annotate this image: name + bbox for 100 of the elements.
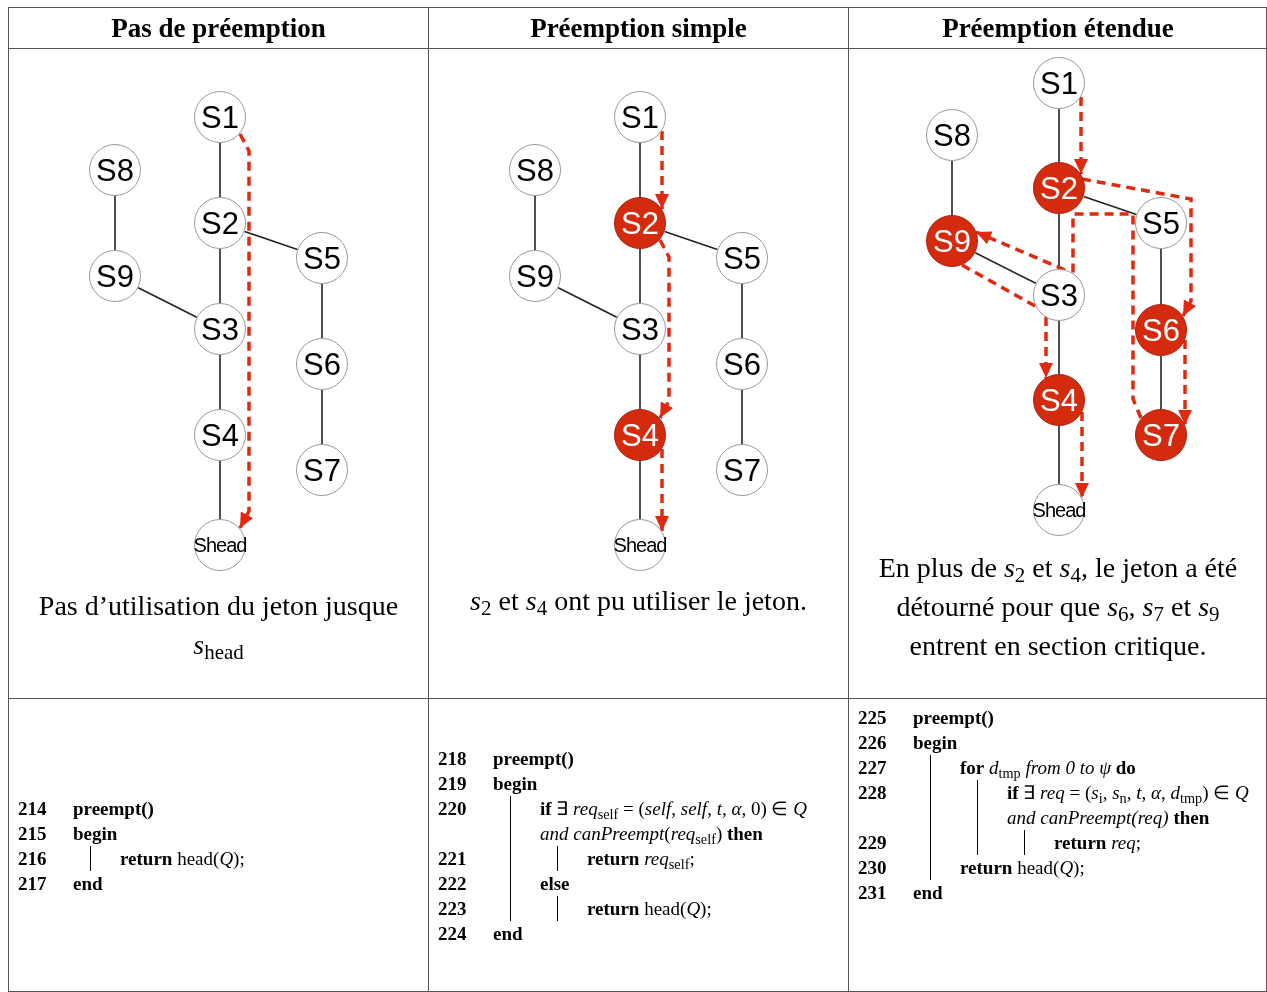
site-label: S3 bbox=[1040, 279, 1078, 311]
tree-link bbox=[137, 286, 198, 319]
tree-link bbox=[639, 460, 641, 520]
tree-link bbox=[557, 286, 618, 319]
site-label: S9 bbox=[516, 260, 554, 292]
site-label: Shead bbox=[193, 535, 247, 555]
tree-link bbox=[974, 251, 1037, 285]
line-number: 228 bbox=[858, 781, 888, 805]
tree-link bbox=[321, 389, 323, 445]
site-label: S6 bbox=[1142, 314, 1180, 346]
tree-link bbox=[741, 283, 743, 339]
token-path-arrow bbox=[1039, 317, 1053, 378]
site-label: S2 bbox=[621, 207, 659, 239]
column-header: Pas de préemption bbox=[111, 14, 326, 42]
code-line: preempt() bbox=[913, 706, 995, 730]
line-number: 214 bbox=[18, 797, 48, 821]
line-number: 217 bbox=[18, 872, 48, 896]
site-label: S5 bbox=[723, 242, 761, 274]
panel-caption: s$_{2}$ et s$_{4}$ ont pu utiliser le jeton. bbox=[469, 584, 808, 620]
code-line: end bbox=[493, 922, 524, 946]
site-label: S9 bbox=[933, 225, 971, 257]
panel-caption: En plus de s$_{2}$ et s$_{4}$, le jeton a été détourné pour que s$_{6}$, s$_{7}$ et s$_{9}$ entrent en section critique. bbox=[877, 551, 1239, 663]
tree-link bbox=[1160, 248, 1162, 305]
tree-link bbox=[951, 160, 953, 216]
site-label: S8 bbox=[96, 154, 134, 186]
code-line: preempt() bbox=[493, 747, 575, 771]
site-label: S2 bbox=[1040, 172, 1078, 204]
site-label: Shead bbox=[613, 535, 667, 555]
site-label: S7 bbox=[1142, 419, 1180, 451]
site-label: S8 bbox=[933, 119, 971, 151]
line-number: 220 bbox=[438, 797, 468, 821]
tree-link bbox=[219, 354, 221, 410]
code-line: return req; bbox=[1054, 831, 1143, 855]
site-label: S4 bbox=[1040, 384, 1078, 416]
column-header: Préemption étendue bbox=[942, 14, 1174, 42]
tree-link bbox=[741, 389, 743, 445]
site-label: S7 bbox=[723, 454, 761, 486]
site-label: S8 bbox=[516, 154, 554, 186]
line-number: 219 bbox=[438, 772, 468, 796]
site-label: S4 bbox=[201, 419, 239, 451]
token-path-arrow bbox=[655, 449, 669, 531]
code-line: begin bbox=[913, 731, 959, 755]
token-path-arrow bbox=[1075, 412, 1089, 498]
code-line: else bbox=[540, 872, 571, 896]
line-number: 231 bbox=[858, 881, 888, 905]
line-number: 221 bbox=[438, 847, 468, 871]
line-number: 230 bbox=[858, 856, 888, 880]
site-label: S3 bbox=[621, 313, 659, 345]
site-label: S1 bbox=[621, 101, 659, 133]
tree-link bbox=[1058, 425, 1060, 485]
site-label: S1 bbox=[1040, 67, 1078, 99]
tree-link bbox=[219, 142, 221, 198]
tree-link bbox=[1160, 355, 1162, 410]
token-path-arrow bbox=[1081, 177, 1197, 317]
code-line: for d$_{tmp}$ from 0 to ψ do bbox=[960, 756, 1137, 780]
panel-caption: Pas d’utilisation du jeton jusque s$_{head}$ bbox=[37, 589, 400, 664]
site-label: S9 bbox=[96, 260, 134, 292]
line-number: 227 bbox=[858, 756, 888, 780]
tree-link bbox=[219, 248, 221, 304]
tree-link bbox=[639, 354, 641, 410]
tree-link bbox=[1058, 320, 1060, 375]
line-number: 223 bbox=[438, 897, 468, 921]
site-label: Shead bbox=[1032, 500, 1086, 520]
site-label: S5 bbox=[303, 242, 341, 274]
tree-link bbox=[219, 460, 221, 520]
tree-link bbox=[639, 142, 641, 198]
token-path-arrow bbox=[655, 131, 669, 209]
tree-link bbox=[534, 195, 536, 251]
line-number: 224 bbox=[438, 922, 468, 946]
code-line: return req$_{self}$; bbox=[587, 847, 696, 871]
code-line: begin bbox=[493, 772, 539, 796]
line-number: 218 bbox=[438, 747, 468, 771]
tree-link bbox=[114, 195, 116, 251]
token-path-arrow bbox=[238, 133, 254, 529]
line-number: 222 bbox=[438, 872, 468, 896]
line-number: 226 bbox=[858, 731, 888, 755]
line-number: 215 bbox=[18, 822, 48, 846]
site-label: S6 bbox=[723, 348, 761, 380]
site-label: S3 bbox=[201, 313, 239, 345]
line-number: 229 bbox=[858, 831, 888, 855]
code-line: return head(Q); bbox=[960, 856, 1086, 880]
tree-link bbox=[639, 248, 641, 304]
site-label: S1 bbox=[201, 101, 239, 133]
token-path-arrow bbox=[1074, 97, 1088, 174]
column-header: Préemption simple bbox=[530, 14, 747, 42]
code-line: return head(Q); bbox=[120, 847, 246, 871]
token-path-arrow bbox=[1178, 340, 1192, 425]
site-label: S7 bbox=[303, 454, 341, 486]
line-number: 225 bbox=[858, 706, 888, 730]
site-label: S6 bbox=[303, 348, 341, 380]
code-line: begin bbox=[73, 822, 119, 846]
code-line: end bbox=[913, 881, 944, 905]
site-label: S2 bbox=[201, 207, 239, 239]
site-label: S5 bbox=[1142, 207, 1180, 239]
tree-link bbox=[321, 283, 323, 339]
code-line: preempt() bbox=[73, 797, 155, 821]
site-label: S4 bbox=[621, 419, 659, 451]
tree-link bbox=[1058, 108, 1060, 163]
code-line: end bbox=[73, 872, 104, 896]
line-number: 216 bbox=[18, 847, 48, 871]
